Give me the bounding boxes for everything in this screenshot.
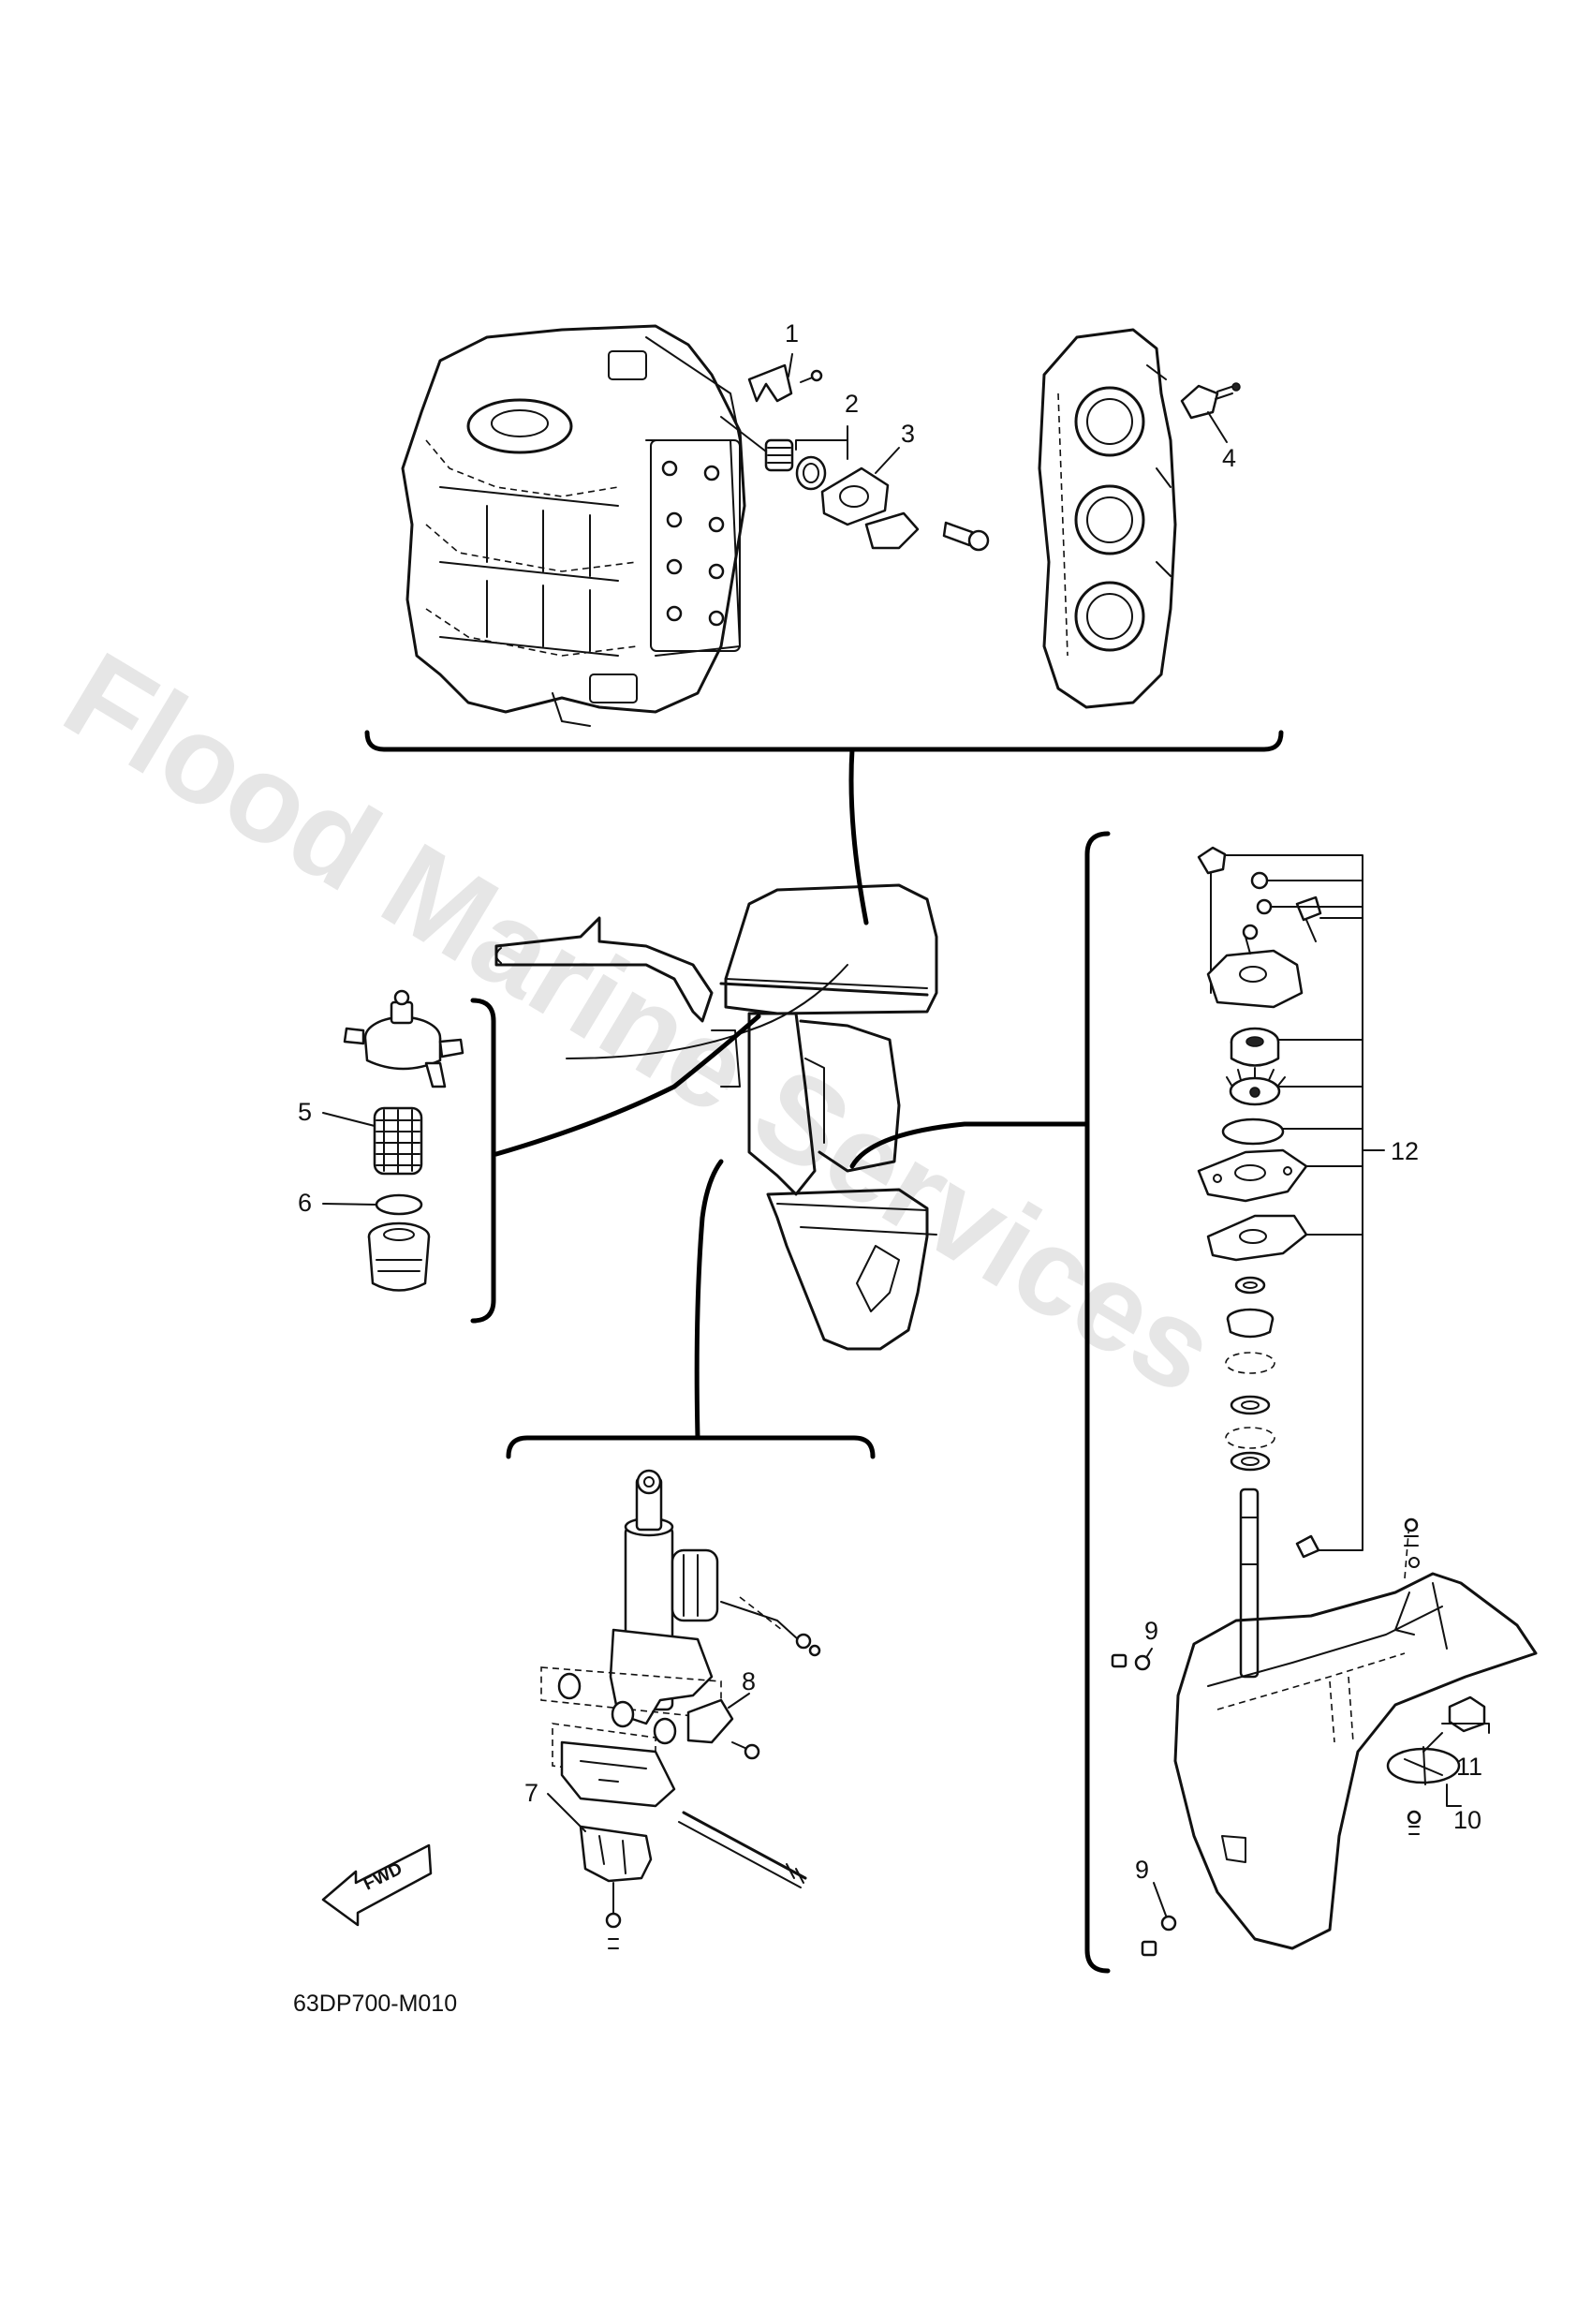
top-callout-leaders — [788, 353, 1228, 474]
left-group-bracket — [470, 998, 496, 1324]
right-group-bracket — [1084, 831, 1111, 1974]
top-group-bracket — [364, 730, 1284, 752]
leader-7 — [547, 1793, 586, 1832]
leader-8 — [728, 1693, 750, 1709]
powerhead-block-drawing — [401, 324, 746, 727]
callout-11: 11 — [1456, 1753, 1482, 1781]
bottom-group-bracket — [506, 1435, 876, 1459]
part-3-gasket — [820, 466, 990, 552]
impeller — [1226, 1067, 1286, 1106]
leaders-12 — [1224, 854, 1385, 1551]
part-10-trim-tab — [1386, 1746, 1461, 1835]
leader-10-11-link — [1422, 1732, 1443, 1753]
callout-4: 4 — [1222, 444, 1236, 472]
callout-12: 12 — [1391, 1137, 1419, 1165]
callout-9-upper: 9 — [1144, 1617, 1158, 1645]
lower-case-drawing — [1173, 1517, 1538, 1950]
callout-8: 8 — [742, 1667, 756, 1695]
leader-9-upper — [1146, 1648, 1153, 1657]
tilt-assembly-drawing — [540, 1469, 821, 1949]
water-pump-housing — [1197, 846, 1322, 1009]
fuel-filter-head — [343, 989, 464, 1088]
part-1-bracket — [747, 363, 823, 403]
part-5-filter-element — [373, 1106, 423, 1176]
part-9-drain-screw-upper — [1111, 1653, 1151, 1671]
callout-6: 6 — [298, 1189, 312, 1217]
leader-5 — [322, 1112, 376, 1127]
o-ring — [1221, 1118, 1285, 1146]
leader-bottom-group — [694, 1159, 724, 1441]
part-11-anode-block — [1448, 1695, 1486, 1733]
callout-7: 7 — [524, 1779, 538, 1807]
pump-insert — [1230, 1027, 1280, 1067]
cylinder-head-drawing — [1038, 328, 1177, 709]
fwd-arrow-icon: FWD — [321, 1843, 433, 1927]
watermark: Flood Marine Services — [43, 626, 1239, 1420]
drive-shaft — [1239, 1488, 1260, 1679]
callout-3: 3 — [901, 420, 915, 448]
part-2-thermostat — [720, 416, 827, 491]
callout-9-lower: 9 — [1135, 1856, 1149, 1884]
callout-10: 10 — [1453, 1806, 1481, 1834]
outboard-motor-drawing — [494, 883, 938, 1351]
filter-cup — [367, 1221, 431, 1292]
part-4-sensor — [1180, 382, 1241, 420]
oil-seals — [1225, 1276, 1275, 1472]
dowel-pin — [1295, 1534, 1320, 1559]
leader-right-group — [849, 1121, 1089, 1169]
plate-gasket — [1206, 1214, 1308, 1262]
leader-left-to-motor — [566, 964, 848, 1059]
callout-1: 1 — [785, 319, 799, 348]
callout-5: 5 — [298, 1098, 312, 1126]
leader-9-lower — [1153, 1882, 1167, 1917]
leader-11 — [1441, 1723, 1490, 1734]
leader-left-group — [494, 1014, 761, 1157]
part-9-drain-screw-lower — [1141, 1915, 1177, 1957]
drawing-code: 63DP700-M010 — [293, 1991, 457, 2017]
outer-plate — [1197, 1148, 1308, 1203]
leader-6 — [322, 1203, 377, 1206]
leader-top-to-motor — [848, 747, 869, 925]
part-6-o-ring — [375, 1193, 423, 1216]
callout-2: 2 — [845, 390, 859, 418]
leader-10 — [1446, 1784, 1462, 1807]
